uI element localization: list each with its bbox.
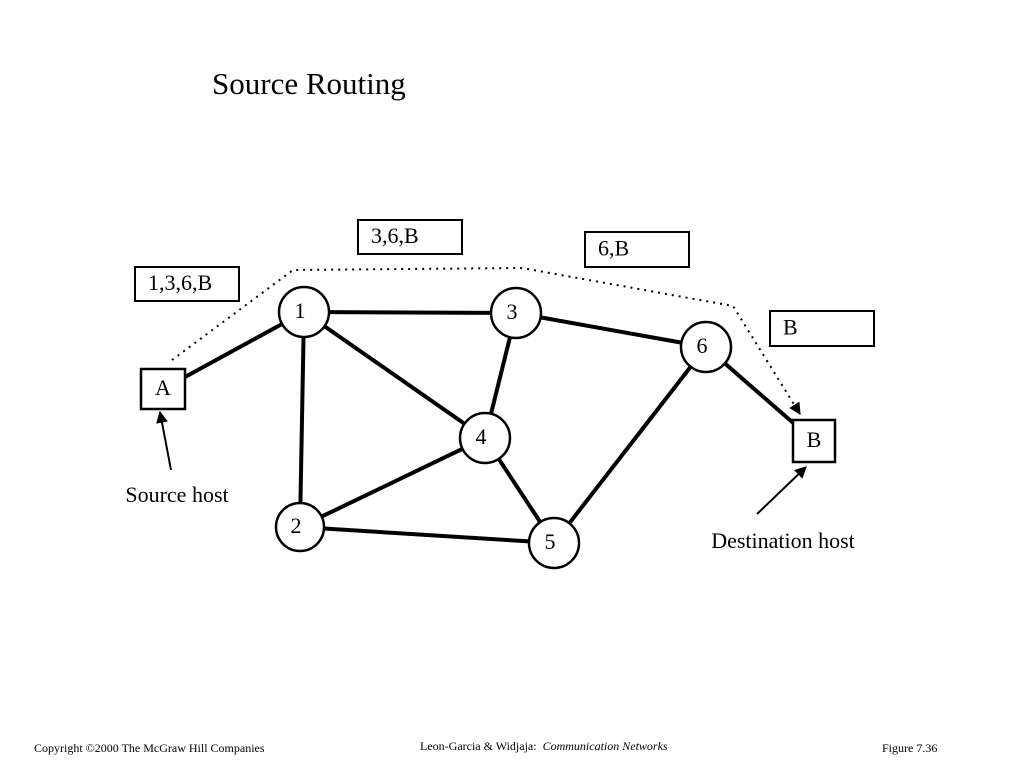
host-B: B: [791, 418, 837, 464]
node-3: 3: [489, 286, 543, 340]
footer-copyright: Copyright ©2000 The McGraw Hill Companie…: [34, 741, 265, 755]
node-2: 2: [274, 501, 326, 553]
host-B-label: B: [807, 427, 822, 452]
link-A-1: [184, 322, 284, 379]
host-B-caption: Destination host: [711, 528, 855, 553]
node-6-label: 6: [697, 333, 708, 358]
source-route-dotted-path: [171, 266, 801, 416]
node-6-circle: [679, 320, 733, 374]
route-header-at-6-box: [769, 310, 875, 347]
footer-book-title: Communication Networks: [542, 739, 668, 753]
footer-authors: Leon-Garcia & Widjaja:: [420, 739, 537, 753]
route-header-at-1: 3,6,B: [357, 219, 463, 255]
node-2-circle: [274, 501, 326, 553]
route-header-at-A: 1,3,6,B: [134, 266, 240, 302]
link-1-2: [298, 336, 306, 504]
route-header-at-1-text: 3,6,B: [371, 223, 419, 248]
node-1: 1: [277, 285, 331, 339]
route-header-at-A-text: 1,3,6,B: [148, 270, 212, 295]
node-1-label: 1: [295, 298, 306, 323]
link-2-5: [323, 526, 530, 544]
route-header-at-3-box: [584, 231, 690, 268]
host-B-box: [791, 418, 837, 464]
route-header-at-3: 6,B: [584, 231, 690, 268]
node-5: 5: [527, 516, 581, 570]
link-3-6: [540, 315, 682, 345]
host-A-caption-arrow: [156, 410, 172, 471]
host-A-box: [139, 367, 187, 411]
host-A: A: [139, 367, 187, 411]
footer-figure-number: Figure 7.36: [882, 741, 938, 755]
route-headers: 1,3,6,B 3,6,B 6,B B: [134, 219, 875, 347]
route-header-at-6-text: B: [783, 315, 798, 340]
node-4: 4: [458, 411, 512, 465]
slide-title: Source Routing: [212, 66, 406, 101]
route-header-at-3-text: 6,B: [598, 236, 629, 261]
node-5-label: 5: [545, 529, 556, 554]
network-hosts: AB: [139, 367, 837, 464]
route-header-at-A-box: [134, 266, 240, 302]
link-2-4: [320, 447, 464, 519]
node-4-label: 4: [476, 424, 487, 449]
node-4-circle: [458, 411, 512, 465]
host-A-label: A: [155, 375, 171, 400]
link-5-6: [567, 365, 693, 525]
link-3-4: [489, 336, 512, 415]
link-1-3: [328, 310, 492, 315]
node-3-circle: [489, 286, 543, 340]
link-6-B: [723, 361, 795, 425]
host-A-caption: Source host: [125, 482, 228, 507]
network-links: [184, 310, 795, 544]
node-3-label: 3: [507, 299, 518, 324]
route-header-at-1-box: [357, 219, 463, 255]
network-nodes: 1 2 3 4 5 6: [274, 285, 733, 570]
link-1-4: [323, 324, 466, 426]
route-header-at-6: B: [769, 310, 875, 347]
footer-citation: Leon-Garcia & Widjaja: Communication Net…: [420, 738, 668, 754]
node-6: 6: [679, 320, 733, 374]
node-1-circle: [277, 285, 331, 339]
node-5-circle: [527, 516, 581, 570]
node-2-label: 2: [291, 513, 302, 538]
link-4-5: [497, 457, 542, 524]
host-B-caption-arrow: [756, 466, 807, 515]
